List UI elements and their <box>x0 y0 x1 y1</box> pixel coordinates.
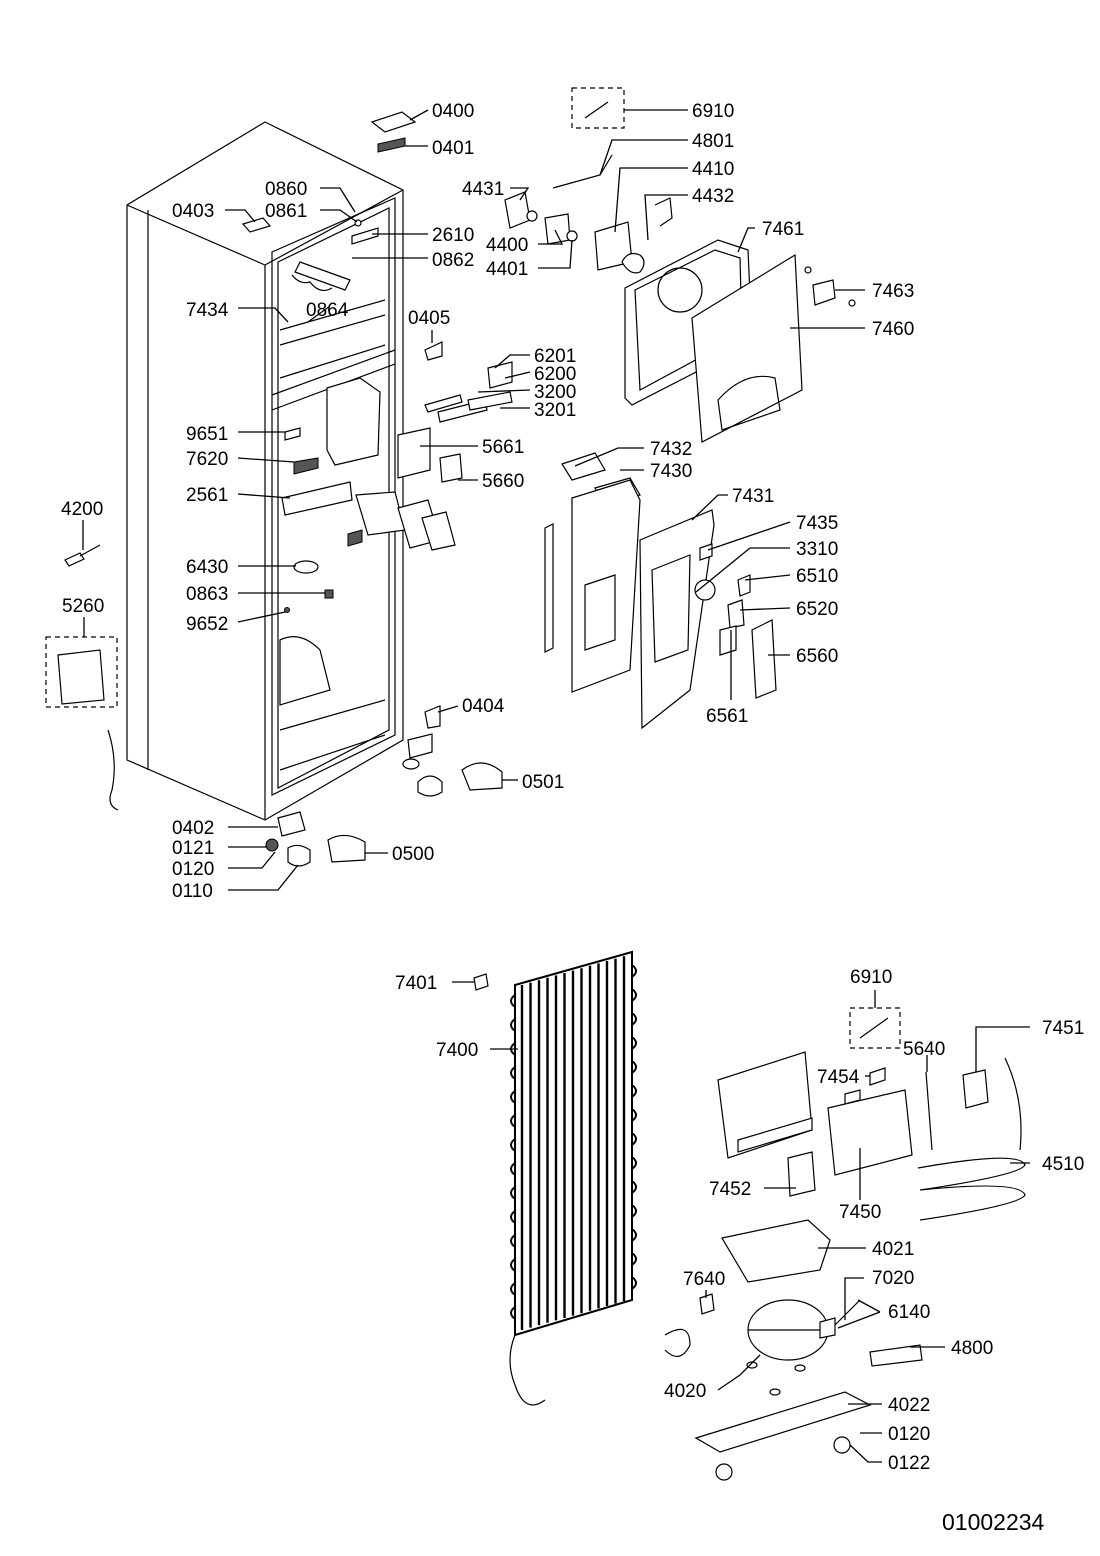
part-label: 7450 <box>839 1202 881 1223</box>
part-label: 0501 <box>522 772 564 793</box>
leader-lines <box>82 109 1030 1463</box>
part-label: 4510 <box>1042 1154 1084 1175</box>
part-label: 3201 <box>534 400 576 421</box>
part-label: 0403 <box>172 201 214 222</box>
part-label: 0404 <box>462 696 505 717</box>
condenser-coil <box>473 950 637 1406</box>
compressor-assembly <box>664 1007 1026 1481</box>
part-label: 0122 <box>888 1453 930 1474</box>
part-label: 0860 <box>265 179 307 200</box>
part-label: 6910 <box>850 967 892 988</box>
air-duct-panels <box>544 452 777 730</box>
part-label: 0402 <box>172 818 214 839</box>
part-label: 7461 <box>762 219 804 240</box>
part-label: 5260 <box>62 596 104 617</box>
part-label: 4431 <box>462 179 504 200</box>
part-label: 7430 <box>650 461 692 482</box>
part-label: 7451 <box>1042 1018 1084 1039</box>
part-label: 0110 <box>172 881 213 902</box>
part-label: 5660 <box>482 471 524 492</box>
part-label: 6561 <box>706 706 748 727</box>
part-label: 4801 <box>692 131 734 152</box>
part-label: 7020 <box>872 1268 914 1289</box>
part-label: 4200 <box>61 499 103 520</box>
part-label: 6520 <box>796 599 838 620</box>
part-label: 7401 <box>395 973 437 994</box>
part-label: 0862 <box>432 250 474 271</box>
part-label: 0120 <box>172 859 214 880</box>
part-label: 4022 <box>888 1395 930 1416</box>
part-label: 4432 <box>692 186 734 207</box>
part-label: 0120 <box>888 1424 930 1445</box>
part-label: 7435 <box>796 513 838 534</box>
part-label: 7431 <box>732 486 774 507</box>
part-label: 7432 <box>650 439 692 460</box>
part-label: 0400 <box>432 101 474 122</box>
part-label: 4401 <box>486 259 528 280</box>
part-label: 6560 <box>796 646 838 667</box>
part-label: 4021 <box>872 1239 914 1260</box>
part-label: 6140 <box>888 1302 930 1323</box>
part-label: 4410 <box>692 159 734 180</box>
part-label: 9651 <box>186 424 228 445</box>
part-label: 7640 <box>683 1269 725 1290</box>
part-label: 7452 <box>709 1179 751 1200</box>
part-label: 4400 <box>486 235 528 256</box>
part-label: 7454 <box>817 1067 860 1088</box>
part-label: 0864 <box>306 300 349 321</box>
part-label: 6910 <box>692 101 734 122</box>
part-label: 5640 <box>903 1039 945 1060</box>
part-label: 6430 <box>186 557 228 578</box>
evaporator-cover-assembly <box>504 87 856 443</box>
part-label: 7463 <box>872 281 914 302</box>
part-label: 0405 <box>408 308 450 329</box>
cabinet-body <box>126 121 404 821</box>
part-label: 7400 <box>436 1040 478 1061</box>
part-label: 4800 <box>951 1338 993 1359</box>
part-label: 0121 <box>172 838 214 859</box>
part-label: 3310 <box>796 539 838 560</box>
part-label: 2561 <box>186 485 228 506</box>
cabinet-parts <box>45 111 513 867</box>
part-labels: 0400 0401 0403 0860 0861 2610 0862 7434 … <box>61 101 1084 1474</box>
drawing-number: 01002234 <box>942 1509 1045 1535</box>
part-label: 3200 <box>534 382 576 403</box>
part-label: 7620 <box>186 449 228 470</box>
part-label: 5661 <box>482 437 524 458</box>
part-label: 2610 <box>432 225 474 246</box>
part-label: 0863 <box>186 584 228 605</box>
part-label: 0861 <box>265 201 307 222</box>
part-label: 6510 <box>796 566 838 587</box>
part-label: 7460 <box>872 319 914 340</box>
part-label: 7434 <box>186 300 229 321</box>
part-label: 6201 <box>534 346 576 367</box>
part-label: 4020 <box>664 1381 706 1402</box>
part-label: 9652 <box>186 614 228 635</box>
part-label: 0401 <box>432 138 474 159</box>
part-label: 6200 <box>534 364 576 385</box>
part-label: 0500 <box>392 844 434 865</box>
